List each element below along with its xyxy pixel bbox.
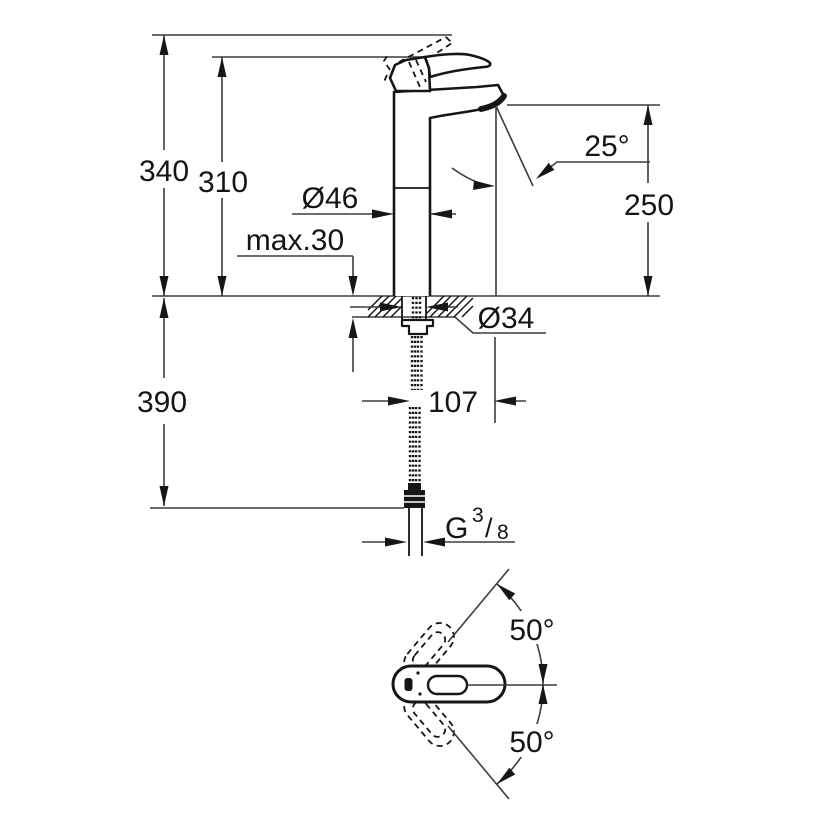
swivel-ray-lower xyxy=(447,725,510,800)
handle-mark xyxy=(404,678,413,691)
dim-thread-g38: G 3 / 8 xyxy=(362,504,515,547)
thread-label-numerator: 3 xyxy=(472,504,484,527)
dim-label-390: 390 xyxy=(137,386,187,419)
dim-label-d34: Ø34 xyxy=(478,302,535,335)
spout-projection-line xyxy=(494,106,497,423)
lever-base-detail-dashed xyxy=(408,59,427,88)
handle-dot-lower xyxy=(418,692,422,696)
mounting-shank xyxy=(401,296,427,320)
dim-swivel-upper-50: 50° xyxy=(496,583,563,685)
thread-label-g: G xyxy=(445,512,468,545)
hose-end-step xyxy=(408,483,421,491)
dim-max-deck-30: max.30 xyxy=(237,224,358,372)
hose-upper-segment xyxy=(410,336,423,390)
hose-end-fitting xyxy=(404,483,425,556)
dim-hose-length-390: 390 xyxy=(137,298,187,506)
dim-label-max30: max.30 xyxy=(246,224,344,257)
handle-dot-upper xyxy=(416,671,420,675)
dim-projection-107: 107 xyxy=(362,386,526,419)
dim-label-25deg: 25° xyxy=(584,130,629,163)
faucet-body xyxy=(392,83,506,296)
dim-lever-height-310: 310 xyxy=(198,57,248,296)
shank-thread-texture xyxy=(411,297,422,320)
faucet-side-view xyxy=(367,36,507,556)
dim-swivel-lower-50: 50° xyxy=(496,683,563,785)
dim-label-310: 310 xyxy=(198,166,248,199)
hose-lower-segment xyxy=(408,407,421,489)
dim-label-340: 340 xyxy=(139,155,189,188)
hose-end-nut xyxy=(404,490,425,508)
lever-grip-top xyxy=(426,674,469,696)
dim-label-250: 250 xyxy=(624,189,674,222)
stream-angle-line xyxy=(495,105,534,187)
dim-label-50-lower: 50° xyxy=(509,726,554,759)
lever-base xyxy=(388,55,432,93)
reference-lines xyxy=(150,34,660,509)
mounting-nut xyxy=(400,318,435,336)
dim-label-50-upper: 50° xyxy=(509,614,554,647)
lever-arm xyxy=(423,52,492,79)
swivel-ray-upper xyxy=(447,568,510,643)
aerator-outlet xyxy=(478,93,507,112)
dim-label-d46: Ø46 xyxy=(302,182,359,215)
hose-end-nut-lines xyxy=(404,495,425,503)
dim-body-diameter-46: Ø46 xyxy=(292,182,456,219)
thread-label-slash: / xyxy=(485,513,493,543)
dim-spout-angle-25: 25° xyxy=(451,105,650,190)
dim-label-107: 107 xyxy=(428,386,478,419)
dim-spout-height-250: 250 xyxy=(624,105,674,296)
thread-label-denominator: 8 xyxy=(497,521,509,544)
dim-shank-diameter-34: Ø34 xyxy=(350,302,546,335)
connection-tube xyxy=(408,508,423,556)
dim-total-height-340: 340 xyxy=(139,35,189,296)
faucet-top-view xyxy=(391,568,557,800)
